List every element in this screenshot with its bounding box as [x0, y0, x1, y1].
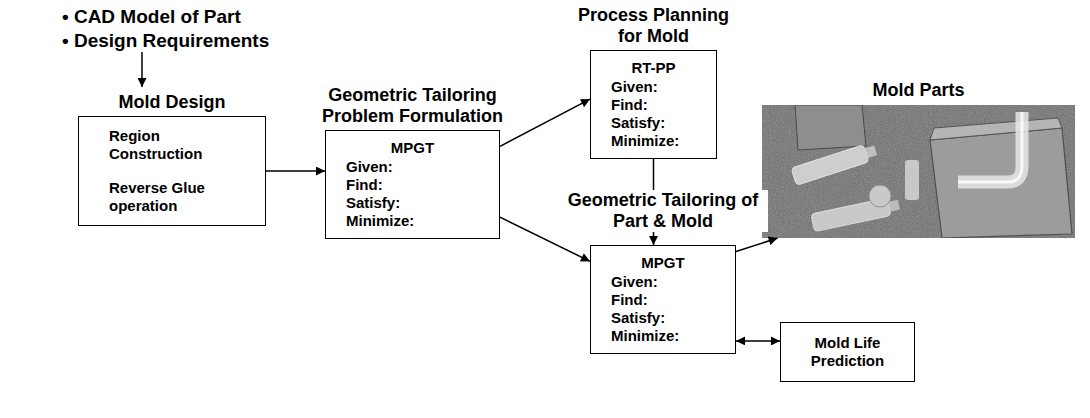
process-box: Process Planning for MoldRT-PPGiven:Find… — [590, 50, 717, 159]
box-text: Given: — [611, 273, 715, 291]
box-text: Mold Life Prediction — [791, 334, 904, 370]
box-text: Satisfy: — [611, 309, 715, 327]
box-text: Satisfy: — [346, 194, 479, 212]
input-label: • CAD Model of Part — [62, 6, 241, 28]
box-heading: Geometric Tailoring of Part & Mold — [558, 190, 768, 232]
box-text: Minimize: — [611, 132, 696, 150]
process-box: Geometric Tailoring of Part & MoldMPGTGi… — [590, 245, 736, 354]
flow-arrow — [736, 340, 780, 342]
box-heading: Geometric Tailoring Problem Formulation — [293, 85, 533, 127]
box-text: Satisfy: — [611, 114, 696, 132]
input-arrow — [141, 52, 143, 87]
box-text: Region Construction — [109, 127, 219, 163]
input-label: • Design Requirements — [62, 30, 269, 52]
photo-panel: Mold Parts — [762, 105, 1075, 238]
box-heading: Mold Parts — [839, 80, 999, 101]
box-text: Find: — [611, 96, 696, 114]
box-title: RT-PP — [611, 59, 696, 77]
process-box: Mold DesignRegion ConstructionReverse Gl… — [78, 116, 266, 226]
box-heading: Mold Design — [82, 92, 262, 113]
box-title: MPGT — [611, 254, 715, 272]
photo-illustration — [762, 105, 1075, 238]
box-text: Minimize: — [346, 212, 479, 230]
flow-arrow — [266, 170, 325, 172]
process-box: Geometric Tailoring Problem FormulationM… — [325, 130, 500, 239]
box-text: Given: — [346, 158, 479, 176]
box-text: Minimize: — [611, 327, 715, 345]
box-text: Find: — [611, 291, 715, 309]
process-box: Mold Life Prediction — [780, 322, 915, 382]
box-title: MPGT — [346, 139, 479, 157]
box-heading: Process Planning for Mold — [574, 5, 734, 47]
box-text: Given: — [611, 78, 696, 96]
box-text: Find: — [346, 176, 479, 194]
flow-arrow — [736, 238, 778, 252]
box-text: Reverse Glue operation — [109, 179, 219, 215]
